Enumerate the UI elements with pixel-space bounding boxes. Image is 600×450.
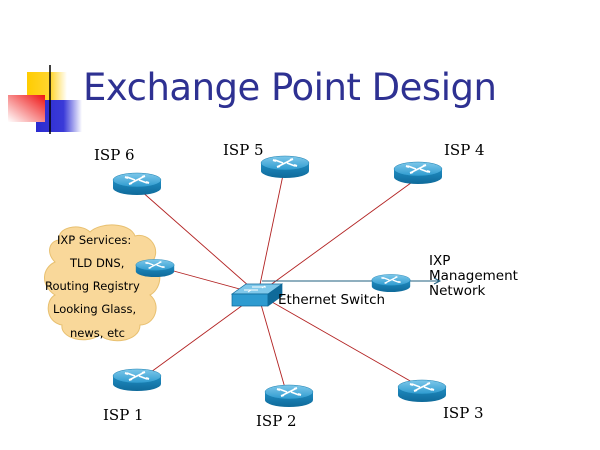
slide-title: Exchange Point Design	[83, 66, 497, 109]
link-isp2	[257, 293, 286, 389]
services-line: Looking Glass,	[53, 302, 137, 316]
mgmt-router-icon[interactable]	[371, 274, 411, 292]
link-isp1	[139, 293, 259, 381]
isp3-label: ISP 3	[443, 404, 484, 422]
ethernet-switch-label: Ethernet Switch	[278, 292, 386, 308]
link-isp3	[257, 293, 413, 383]
services-line: TLD DNS,	[70, 256, 125, 270]
ixp-services-cloud	[44, 224, 161, 342]
services-router-icon[interactable]	[135, 259, 175, 277]
mgmt-network-label: IXP Management Network	[429, 254, 518, 299]
isp4-label: ISP 4	[444, 141, 485, 159]
mgmt-line: IXP	[429, 253, 451, 269]
links	[139, 174, 416, 389]
services-line: Routing Registry	[45, 279, 140, 293]
isp1-router-icon[interactable]	[112, 368, 162, 391]
mgmt-line: Network	[429, 283, 486, 299]
isp3-router-icon[interactable]	[397, 379, 447, 402]
isp6-router-icon[interactable]	[112, 172, 162, 195]
link-isp5	[257, 174, 284, 295]
services-line: IXP Services:	[57, 233, 132, 247]
link-isp6	[139, 189, 259, 295]
isp6-label: ISP 6	[94, 146, 135, 164]
isp4-router-icon[interactable]	[393, 161, 443, 184]
isp5-label: ISP 5	[223, 141, 264, 159]
link-isp4	[257, 179, 416, 295]
mgmt-line: Management	[429, 268, 518, 284]
mgmt-links	[262, 277, 442, 285]
isp2-router-icon[interactable]	[264, 384, 314, 407]
isp5-router-icon[interactable]	[260, 155, 310, 178]
isp2-label: ISP 2	[256, 412, 297, 430]
isp1-label: ISP 1	[103, 406, 144, 424]
services-line: news, etc	[70, 326, 125, 340]
logo-decoration	[8, 65, 600, 134]
ethernet-switch-icon[interactable]	[230, 283, 284, 307]
